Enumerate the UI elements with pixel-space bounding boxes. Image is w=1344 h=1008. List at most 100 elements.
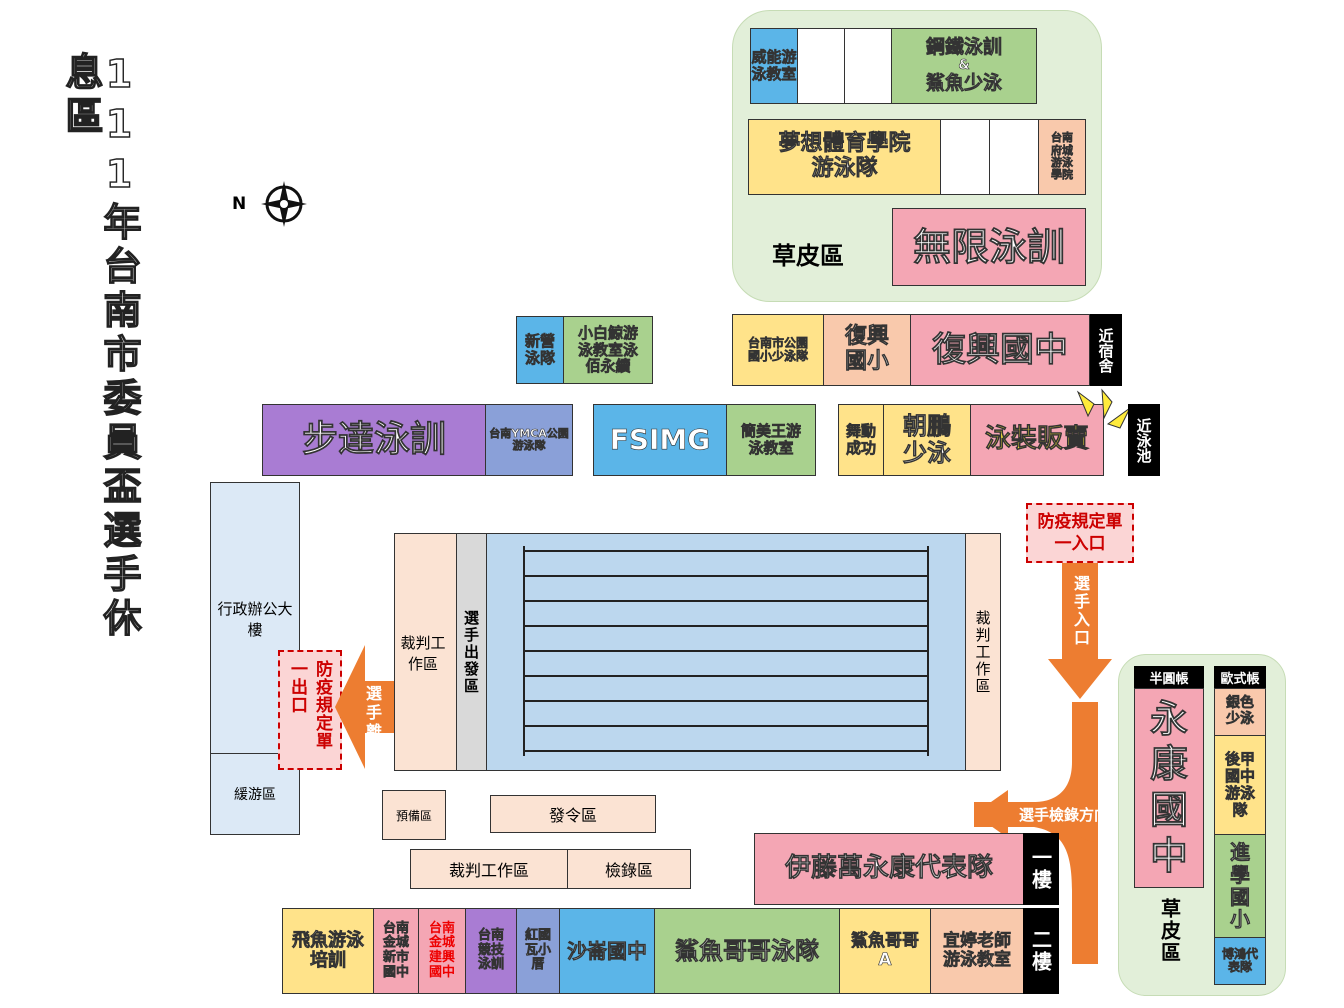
booth-xiaobaijing-label: 小白鯨游泳教室泳佰永續 <box>577 323 639 376</box>
booth-shayu-shao-label: 鯊魚少泳 <box>925 72 1003 95</box>
checkin-path-icon <box>974 702 1098 964</box>
booth-empty-2 <box>844 28 892 104</box>
near-dorm-tag: 近宿舍 <box>1090 314 1122 386</box>
floor-2-label: 二樓 <box>1028 929 1053 973</box>
booth-wuxian: 無限泳訓 <box>892 208 1086 286</box>
booth-yongkang-label: 永康國中 <box>1149 696 1189 878</box>
booth-shayu-gege: 鯊魚哥哥泳隊 <box>654 908 840 994</box>
highlight-burst-icon <box>1076 388 1131 429</box>
judge-area-right-label: 裁判工作區 <box>973 609 992 695</box>
booth-fucheng: 台南府城游泳學院 <box>1038 119 1086 195</box>
judge-area-right: 裁判工作區 <box>965 533 1001 771</box>
booth-shayu-a: 鯊魚哥哥A <box>839 908 931 994</box>
pool-lane-line <box>523 725 928 727</box>
judge-area-left-label: 裁判工作區 <box>400 634 446 673</box>
booth-jinxue-label: 進學國小 <box>1230 840 1251 932</box>
booth-jingji-label: 台南競技泳訓 <box>477 928 505 973</box>
booth-fsimg: FSIMG <box>593 404 727 476</box>
euro-tent-label: 歐式帳 <box>1220 671 1260 687</box>
judge-work-area: 裁判工作區 <box>410 849 568 889</box>
booth-fsimg-label: FSIMG <box>609 423 711 457</box>
booth-swimwear-label: 泳裝販賣 <box>984 424 1090 455</box>
booth-ymca: 台南YMCA公園游泳隊 <box>485 404 573 476</box>
booth-xiaobaijing: 小白鯨游泳教室泳佰永續 <box>563 316 653 384</box>
booth-jianmeiwang-label: 簡美王游泳教室 <box>740 422 802 457</box>
pool-lane-line <box>523 750 928 752</box>
map-title: 111年台南市委員盃選手休息區 <box>58 51 141 642</box>
pool-lane-line <box>523 700 928 702</box>
booth-jincheng-jian-label: 台南金城建興國中 <box>428 920 455 980</box>
booth-houjia-label: 後甲國中游泳隊 <box>1224 750 1256 819</box>
booth-swimwear: 泳裝販賣 <box>970 404 1104 476</box>
booth-gangtie-label: 鋼鐵泳訓 <box>925 36 1003 59</box>
leave-label: 選手離場 <box>366 684 383 761</box>
enter-label: 選手入口 <box>1063 575 1097 647</box>
booth-weineng-label: 威能游泳教室 <box>751 48 797 83</box>
booth-gangtie: 鋼鐵泳訓 & 鯊魚少泳 <box>891 28 1037 104</box>
compass: N <box>232 180 308 228</box>
prep-area: 預備區 <box>382 790 446 840</box>
booth-ito: 伊藤萬永康代表隊 <box>754 833 1024 905</box>
booth-jincheng-xin-label: 台南金城新市國中 <box>382 920 410 980</box>
floor-2-tag: 二樓 <box>1023 908 1059 994</box>
booth-shalun: 沙崙國中 <box>559 908 655 994</box>
booth-feiyu: 飛魚游泳培訓 <box>282 908 374 994</box>
exit-rule-box: 防疫規定單一出口 <box>278 650 342 770</box>
booth-shayu-a-label: 鯊魚哥哥A <box>851 930 920 970</box>
booth-hongguo-label: 紅國瓦小厝 <box>524 928 552 973</box>
exit-rule-label: 防疫規定單一出口 <box>287 660 332 750</box>
booth-amp: & <box>958 57 970 73</box>
booth-chaopeng-label: 朝鵬少泳 <box>903 412 952 467</box>
booth-yinse-label: 銀色少泳 <box>1226 695 1255 727</box>
booth-empty-4 <box>989 119 1039 195</box>
booth-mengxiang-label: 夢想體育學院 <box>778 131 911 157</box>
start-signal-label: 發令區 <box>548 806 597 825</box>
booth-jianmeiwang: 簡美王游泳教室 <box>726 404 816 476</box>
booth-houjia: 後甲國中游泳隊 <box>1214 735 1266 835</box>
floor-1-label: 一樓 <box>1028 847 1053 891</box>
booth-jincheng-xin: 台南金城新市國中 <box>373 908 419 994</box>
booth-yiting-label: 宜婷老師游泳教室 <box>943 930 1012 970</box>
start-signal-area: 發令區 <box>490 795 656 833</box>
enter-label-text: 選手入口 <box>1071 575 1090 647</box>
booth-yiting: 宜婷老師游泳教室 <box>930 908 1024 994</box>
enter-arrow-icon <box>1048 563 1112 699</box>
checkin-direction-label: 選手檢錄方向 <box>1018 806 1109 824</box>
booth-chaopeng: 朝鵬少泳 <box>883 404 971 476</box>
checkin-area-label: 檢錄區 <box>604 861 653 880</box>
warmup-area-label: 緩游區 <box>234 787 276 803</box>
booth-mengxiang: 夢想體育學院 游泳隊 <box>748 119 941 195</box>
near-dorm-label: 近宿舍 <box>1096 327 1115 373</box>
compass-rose-icon <box>261 181 307 227</box>
booth-tainan-public-label: 台南市公園國小少泳隊 <box>747 335 809 363</box>
booth-xinying-label: 新營泳隊 <box>524 332 556 367</box>
booth-fuxing-xiao: 復興國小 <box>823 314 911 386</box>
booth-feiyu-label: 飛魚游泳培訓 <box>292 929 365 971</box>
leave-arrow-icon <box>335 645 397 769</box>
half-tent-label: 半圓帳 <box>1149 671 1189 687</box>
admin-building-label: 行政辦公大樓 <box>217 600 293 639</box>
booth-fuxing-zhong: 復興國中 <box>910 314 1090 386</box>
booth-xinying: 新營泳隊 <box>516 316 564 384</box>
pool-lane-line <box>523 550 928 552</box>
grass-top-label: 草皮區 <box>772 242 844 270</box>
booth-empty-1 <box>797 28 845 104</box>
pool-lane-line <box>523 625 928 627</box>
booth-buda-label: 步達泳訓 <box>301 418 447 460</box>
grass-right-label: 草皮區 <box>1150 898 1190 964</box>
booth-shayu-gege-label: 鯊魚哥哥泳隊 <box>675 936 820 965</box>
booth-wudong-label: 舞動成功 <box>845 422 877 457</box>
booth-ito-label: 伊藤萬永康代表隊 <box>784 853 994 884</box>
booth-buda: 步達泳訓 <box>262 404 486 476</box>
half-tent-header: 半圓帳 <box>1134 666 1204 688</box>
booth-fuxing-xiao-label: 復興國小 <box>844 324 890 374</box>
booth-weineng: 威能游泳教室 <box>750 28 798 104</box>
entry-rule-label: 防疫規定單一入口 <box>1037 511 1123 554</box>
pool-lane-line <box>523 650 928 652</box>
floor-1-tag: 一樓 <box>1023 833 1059 905</box>
booth-wudong: 舞動成功 <box>838 404 884 476</box>
booth-tonghong: 博鴻代表隊 <box>1214 937 1266 985</box>
booth-tainan-public: 台南市公園國小少泳隊 <box>732 314 824 386</box>
booth-jingji: 台南競技泳訓 <box>465 908 517 994</box>
pool-end-right <box>927 546 929 756</box>
